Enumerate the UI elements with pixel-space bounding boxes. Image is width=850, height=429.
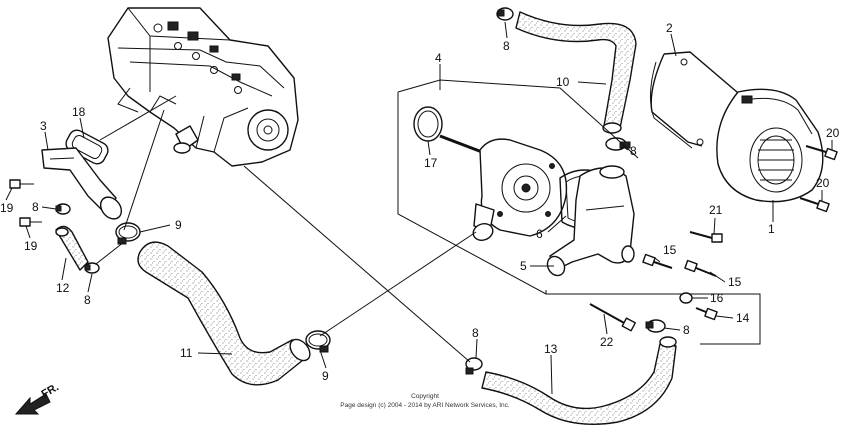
callout-5: 5 — [520, 259, 527, 273]
callout-6: 6 — [536, 227, 543, 241]
hose-clamp-9-lower — [305, 330, 331, 353]
front-direction-label: FR. — [40, 381, 61, 400]
hose-12 — [55, 225, 89, 271]
callout-14: 14 — [736, 311, 750, 325]
engine-block-illustration — [107, 7, 299, 167]
callout-10: 10 — [556, 75, 570, 89]
callout-1: 1 — [768, 222, 775, 236]
bolt-20-upper — [805, 145, 838, 161]
hose-11 — [137, 241, 311, 386]
washer-16 — [679, 292, 693, 304]
bolt-15-upper — [642, 253, 673, 269]
copyright-line-2: Page design (c) 2004 - 2014 by ARI Netwo… — [340, 402, 510, 409]
hose-clamp-8-bottom — [465, 357, 483, 375]
cover-1 — [716, 88, 824, 203]
callout-3: 3 — [40, 119, 47, 133]
copyright-line-1: Copyright — [411, 393, 439, 400]
o-ring-17 — [413, 106, 443, 142]
callout-20-upper: 20 — [826, 126, 840, 140]
callout-8-left: 8 — [32, 200, 39, 214]
hose-clamp-8-left-lower — [84, 262, 100, 274]
water-pump-body — [439, 134, 568, 241]
copyright-notice: Copyright Page design (c) 2004 - 2014 by… — [340, 393, 510, 409]
callout-11: 11 — [180, 346, 193, 360]
bolt-14 — [695, 307, 718, 321]
callout-labels: 1 2 3 4 5 6 8 8 8 8 8 8 9 9 10 11 12 13 … — [0, 21, 840, 383]
callout-15-lower: 15 — [728, 275, 742, 289]
callout-8-left-lower: 8 — [84, 293, 91, 307]
callout-9-upper: 9 — [175, 218, 182, 232]
callout-20-lower: 20 — [816, 176, 830, 190]
hose-10 — [515, 11, 637, 134]
callout-22: 22 — [600, 335, 614, 349]
callout-18: 18 — [72, 105, 86, 119]
callout-4: 4 — [435, 51, 442, 65]
bolt-19-lower — [19, 217, 42, 227]
callout-16: 16 — [710, 291, 724, 305]
hose-clamp-8-top — [496, 7, 514, 21]
callout-13: 13 — [544, 342, 558, 356]
callout-8-top: 8 — [503, 39, 510, 53]
callout-9-lower: 9 — [322, 369, 329, 383]
hose-clamp-9-upper — [115, 222, 141, 245]
callout-15-upper: 15 — [663, 243, 677, 257]
bolt-19-upper — [9, 179, 34, 189]
front-direction-indicator: FR. — [14, 381, 61, 415]
bolt-21 — [689, 231, 723, 243]
callout-8-bottom: 8 — [472, 326, 479, 340]
bolt-15-lower — [684, 259, 717, 277]
callout-12: 12 — [56, 281, 70, 295]
hose-clamp-8-left-upper — [55, 203, 71, 215]
callout-21: 21 — [709, 203, 723, 217]
leader-lines — [5, 21, 833, 395]
thermostat-housing-5 — [546, 165, 635, 277]
callout-19-lower: 19 — [24, 239, 38, 253]
assembly-boundary-4 — [397, 79, 761, 345]
callout-8-right: 8 — [683, 323, 690, 337]
water-pipe-3 — [41, 147, 123, 220]
hose-13 — [481, 336, 677, 425]
front-arrow-icon — [14, 393, 51, 415]
callout-8-mid: 8 — [630, 144, 637, 158]
callout-17: 17 — [424, 156, 438, 170]
callout-19-upper: 19 — [0, 201, 14, 215]
bolt-22 — [589, 303, 636, 332]
bracket-2 — [650, 51, 745, 149]
callout-2: 2 — [666, 21, 673, 35]
hose-clamp-8-right — [645, 319, 666, 333]
bolt-20-lower — [799, 197, 830, 213]
